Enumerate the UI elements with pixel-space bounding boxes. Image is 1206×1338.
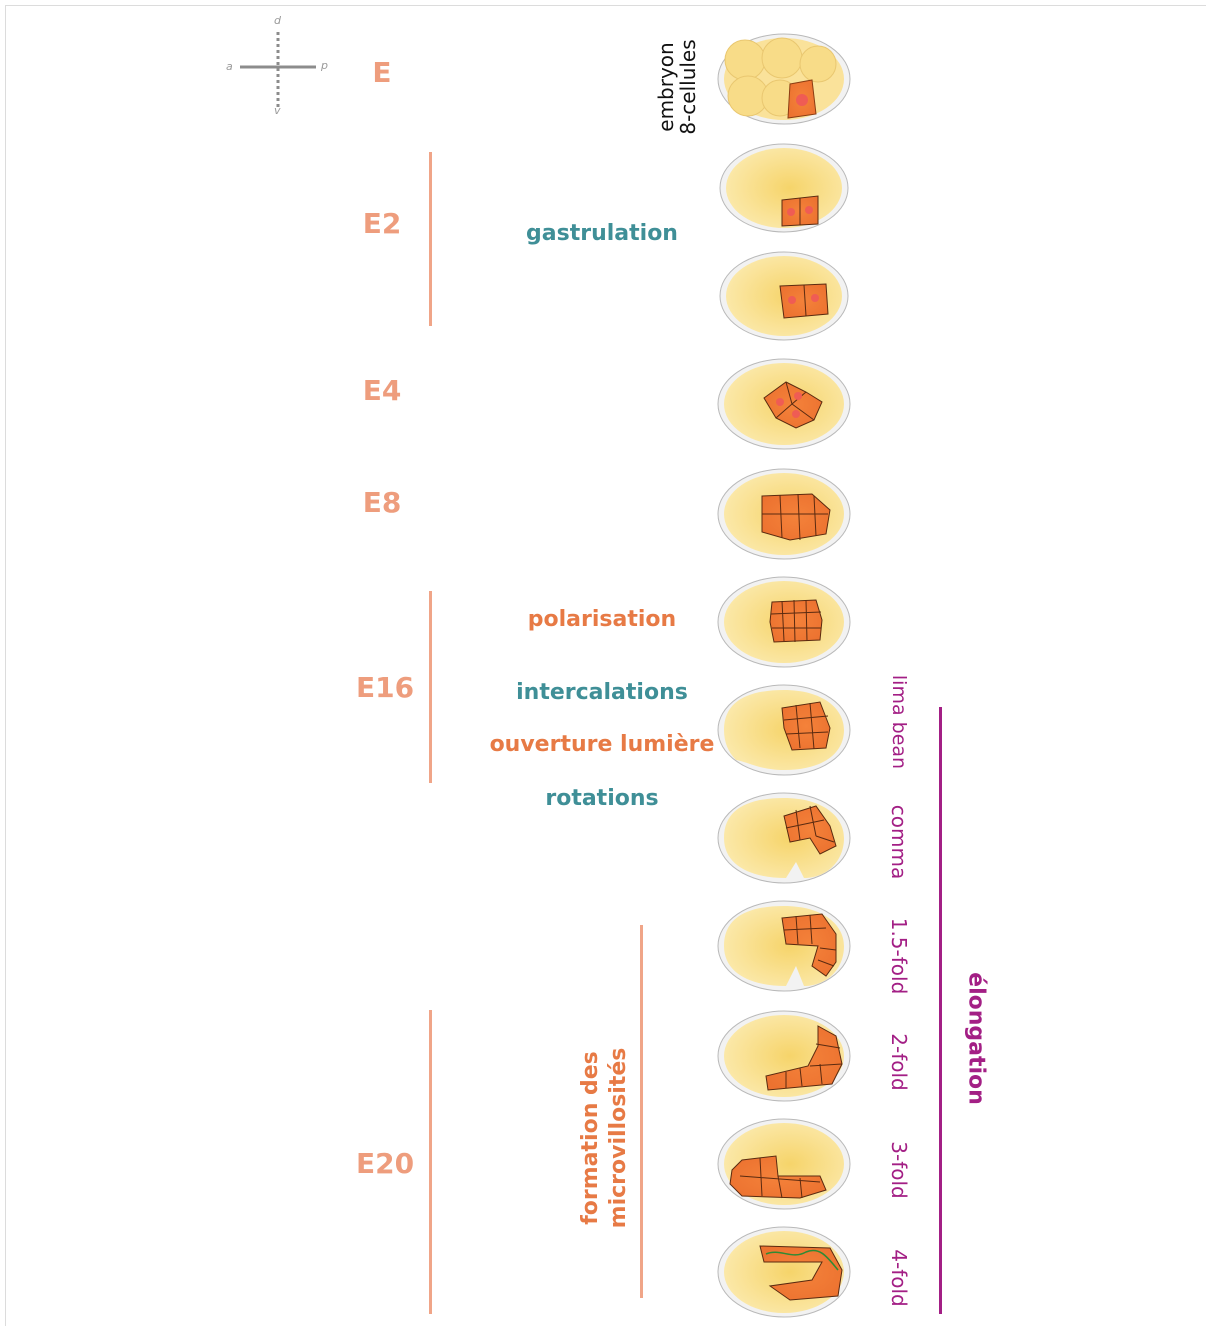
gastrulation-label: gastrulation xyxy=(526,221,678,246)
embryo-comma xyxy=(717,792,851,884)
polarisation-label: polarisation xyxy=(527,607,677,632)
embryo-8-cell xyxy=(717,33,851,125)
stage-e16-label: E16 xyxy=(355,671,415,704)
e2-bracket xyxy=(429,152,432,326)
stage-comma-label: comma xyxy=(887,804,911,880)
embryo-e4 xyxy=(717,358,851,450)
stage-3-fold-label: 3-fold xyxy=(887,1141,911,1199)
embryo-e8 xyxy=(717,468,851,560)
orientation-axes xyxy=(240,32,316,110)
embryo-gastrulation-2 xyxy=(719,251,849,341)
stage-2-fold-label: 2-fold xyxy=(887,1033,911,1091)
rotations-label: rotations xyxy=(545,786,659,811)
axis-a-label: a xyxy=(226,60,233,73)
intercalations-label: intercalations xyxy=(516,680,688,705)
embryo-2-fold xyxy=(717,1010,851,1102)
embryo-1-5-fold xyxy=(717,900,851,992)
stage-e4-label: E4 xyxy=(362,374,402,407)
stage-e8-label: E8 xyxy=(362,486,402,519)
elongation-title: élongation xyxy=(963,972,989,1105)
stage-lima-bean-label: lima bean xyxy=(888,674,910,770)
stage-1-5-fold-label: 1.5-fold xyxy=(887,917,911,995)
elongation-bar xyxy=(939,707,942,1314)
figure-frame xyxy=(5,5,1206,1326)
embryo-gastrulation-1 xyxy=(719,143,849,233)
e20-bracket xyxy=(429,1010,432,1314)
embryo-4-fold xyxy=(717,1226,851,1318)
axis-d-label: d xyxy=(274,14,281,27)
embryo-lima-bean xyxy=(717,684,851,776)
stage-e20-label: E20 xyxy=(355,1147,415,1180)
e16-bracket xyxy=(429,591,432,783)
stage-4-fold-label: 4-fold xyxy=(887,1249,911,1307)
stage-e2-label: E2 xyxy=(362,207,402,240)
axis-p-label: p xyxy=(321,59,328,72)
axis-v-label: v xyxy=(274,104,281,117)
microvilli-bracket xyxy=(640,925,643,1298)
lumen-opening-label: ouverture lumière xyxy=(489,732,715,757)
embryo-3-fold xyxy=(717,1118,851,1210)
embryo-e16-polarisation xyxy=(717,576,851,668)
stage-e-label: E xyxy=(372,56,392,89)
